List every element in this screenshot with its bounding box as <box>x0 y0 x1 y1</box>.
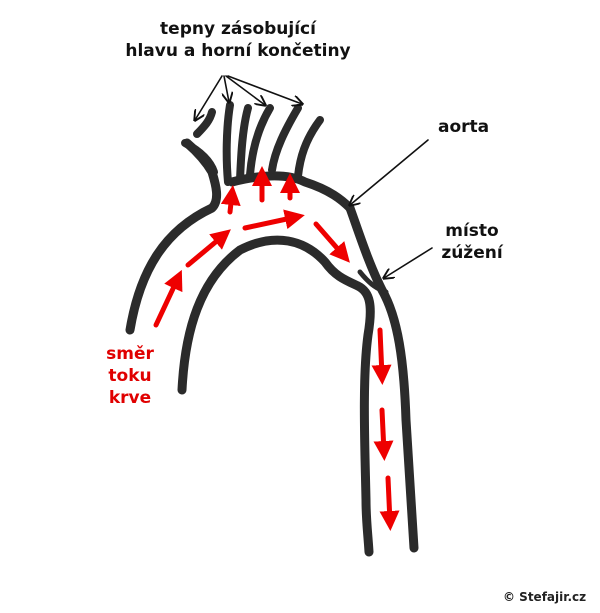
label-narrowing-line2: zúžení <box>441 243 503 263</box>
pointer-line-branches-2 <box>224 75 229 102</box>
copyright-notice: © Stefajir.cz <box>503 590 587 604</box>
branch-artery-1b <box>193 108 216 138</box>
label-blood-flow-direction: směr toku krve <box>100 343 160 409</box>
label-branch-arteries-line2: hlavu a horní končetiny <box>125 41 351 61</box>
pointer-line-branches-4 <box>227 75 302 104</box>
flow-arrow-9 <box>373 407 394 461</box>
pointer-line-branches-3 <box>225 75 265 105</box>
flow-arrow-7 <box>313 221 350 263</box>
pointer-line-aorta <box>350 139 429 205</box>
flow-arrow-4 <box>242 209 305 231</box>
flow-arrow-10 <box>379 475 400 531</box>
label-flow-line3: krve <box>108 388 152 408</box>
label-narrowing-line1: místo <box>445 221 499 241</box>
label-flow-line1: směr <box>106 344 154 364</box>
pointer-line-narrowing <box>384 247 433 278</box>
branch-artery-3 <box>246 104 274 179</box>
branch-artery-2 <box>222 101 234 186</box>
flow-arrow-2 <box>185 229 231 268</box>
pointer-line-branches-1 <box>195 75 223 120</box>
label-aorta: aorta <box>438 117 490 137</box>
branch-artery-1 <box>181 139 218 176</box>
label-branch-arteries-line1: tepny zásobující <box>160 19 316 39</box>
flow-arrow-8 <box>371 327 392 385</box>
flow-arrow-3 <box>220 185 241 215</box>
label-narrowing: místo zúžení <box>437 220 507 264</box>
aorta-outer-wall-descending <box>345 203 419 553</box>
branch-artery-4 <box>268 104 302 174</box>
aorta-inner-wall <box>177 235 375 557</box>
constriction-notch <box>357 269 389 295</box>
branch-artery-2b <box>236 104 252 184</box>
label-flow-line2: toku <box>108 366 152 386</box>
branch-artery-5 <box>294 116 324 180</box>
label-branch-arteries: tepny zásobující hlavu a horní končetiny <box>118 18 358 62</box>
flow-arrow-1 <box>153 269 183 328</box>
